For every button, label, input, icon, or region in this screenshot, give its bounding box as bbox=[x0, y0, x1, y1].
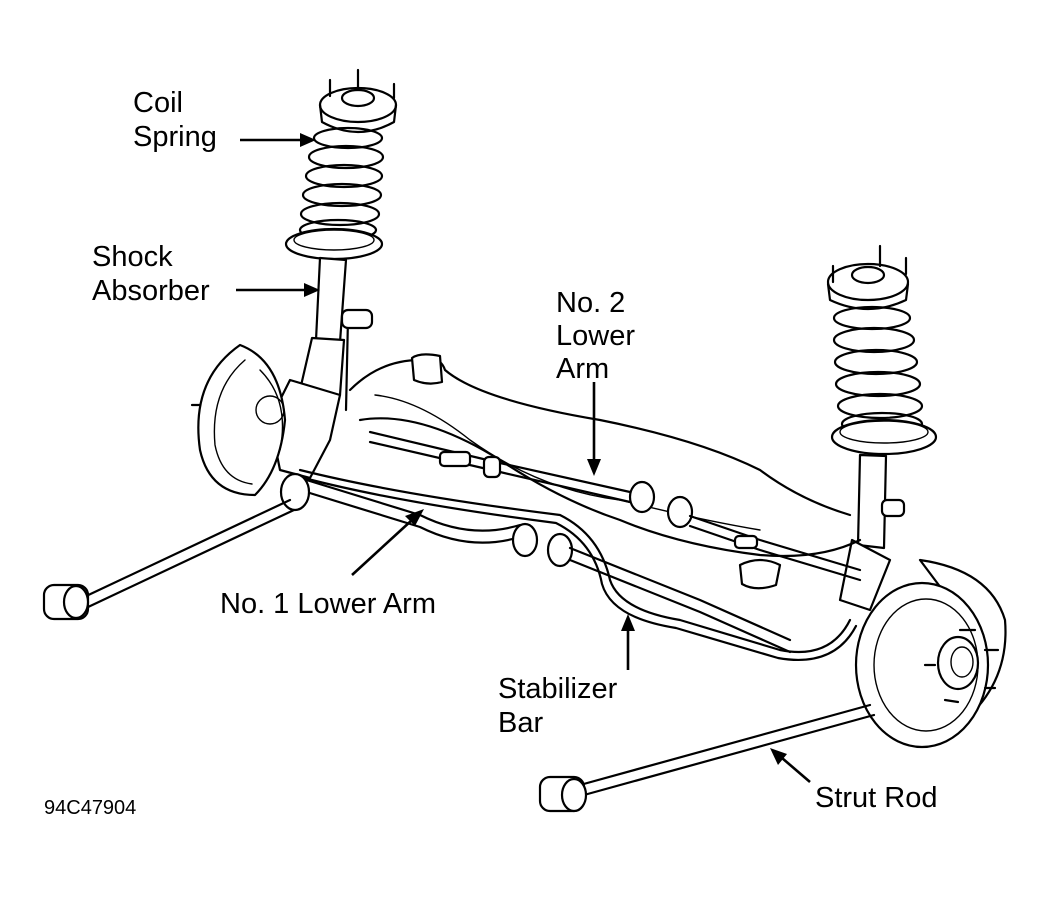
leader-arrows bbox=[236, 133, 811, 783]
label-no2-lower-arm-line2: Lower bbox=[556, 320, 635, 352]
right-coil-spring bbox=[832, 305, 924, 437]
no1-lower-arm bbox=[279, 472, 792, 654]
right-strut-assembly bbox=[826, 244, 938, 612]
right-knuckle bbox=[838, 538, 892, 612]
rear-crossmember bbox=[348, 353, 862, 590]
label-coil-spring-line2: Spring bbox=[133, 121, 217, 153]
no2-lower-arm bbox=[368, 430, 862, 582]
stabilizer-bar-part bbox=[298, 468, 858, 662]
figure-code: 94C47904 bbox=[44, 797, 136, 819]
label-shock-absorber-line2: Absorber bbox=[92, 275, 210, 307]
left-coil-spring bbox=[298, 126, 385, 242]
label-no1-lower-arm: No. 1 Lower Arm bbox=[220, 588, 436, 620]
label-strut-rod: Strut Rod bbox=[815, 782, 938, 814]
right-brake-disc bbox=[854, 558, 1007, 749]
part-labels: Coil Spring Shock Absorber No. 2 Lower A… bbox=[44, 87, 938, 819]
right-spring-seat bbox=[830, 418, 938, 456]
arrow-strut-rod bbox=[781, 757, 811, 783]
right-strut-rod bbox=[538, 703, 876, 813]
left-strut-assembly bbox=[268, 68, 398, 480]
label-coil-spring-line1: Coil bbox=[133, 87, 183, 119]
label-no2-lower-arm-line1: No. 2 bbox=[556, 287, 625, 319]
label-stabilizer-bar-line2: Bar bbox=[498, 707, 543, 739]
arrow-no1-lower-arm bbox=[351, 519, 413, 576]
right-shock-absorber bbox=[856, 453, 888, 550]
label-shock-absorber-line1: Shock bbox=[92, 241, 173, 273]
left-spring-seat bbox=[284, 227, 384, 261]
label-stabilizer-bar-line1: Stabilizer bbox=[498, 673, 618, 705]
left-strut-rod bbox=[42, 498, 296, 621]
left-brake-drum bbox=[190, 343, 287, 497]
left-shock-absorber bbox=[314, 256, 348, 344]
label-no2-lower-arm-line3: Arm bbox=[556, 353, 609, 385]
